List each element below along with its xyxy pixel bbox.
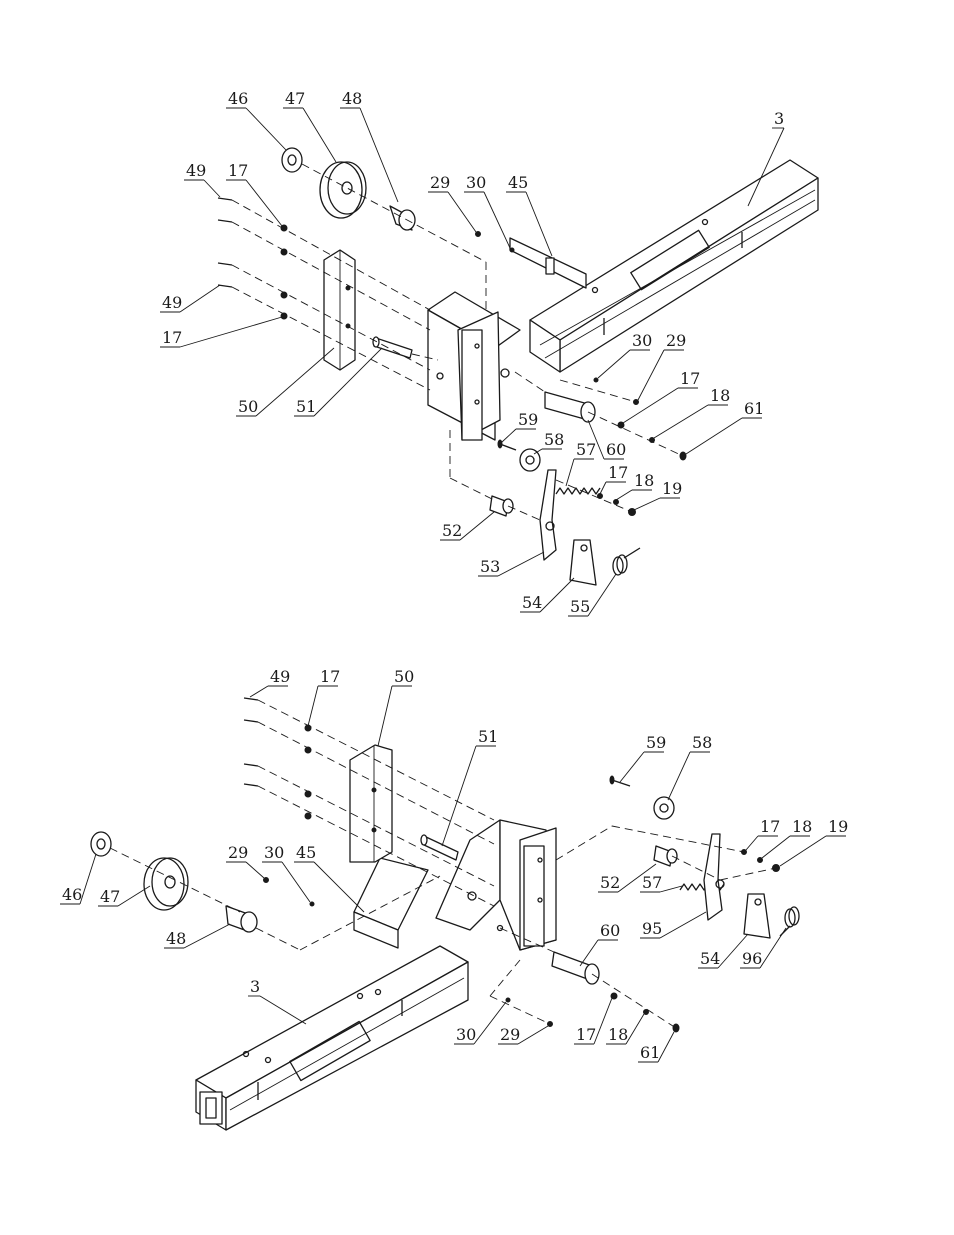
screws-part-49 bbox=[218, 198, 232, 287]
callout-bottom-45: 45 bbox=[296, 843, 316, 862]
callout-top-48: 48 bbox=[342, 89, 362, 108]
callout-bottom-49: 49 bbox=[270, 667, 290, 686]
callout-bottom-48: 48 bbox=[166, 929, 186, 948]
callout-top-59: 59 bbox=[518, 410, 538, 429]
callout-bottom-52: 52 bbox=[600, 873, 620, 892]
shaft-part-60 bbox=[545, 392, 595, 422]
callout-bottom-96: 96 bbox=[742, 949, 762, 968]
bushing-part-46 bbox=[282, 148, 302, 172]
sleeve-part-48 bbox=[226, 906, 257, 932]
callout-bottom-17c: 17 bbox=[576, 1025, 596, 1044]
callout-top-17c: 17 bbox=[680, 369, 700, 388]
callout-bottom-47: 47 bbox=[100, 887, 120, 906]
callout-top-45: 45 bbox=[508, 173, 528, 192]
callout-top-53: 53 bbox=[480, 557, 500, 576]
bolt-part-59 bbox=[610, 776, 630, 786]
callout-bottom-60: 60 bbox=[600, 921, 620, 940]
callout-top-49b: 49 bbox=[162, 293, 182, 312]
washers-part-17 bbox=[305, 725, 311, 819]
callout-top-49a: 49 bbox=[186, 161, 206, 180]
callout-top-61: 61 bbox=[744, 399, 764, 418]
callout-top-18b: 18 bbox=[634, 471, 654, 490]
washers-part-17 bbox=[281, 225, 287, 319]
callout-bottom-18b: 18 bbox=[608, 1025, 628, 1044]
callout-top-46: 46 bbox=[228, 89, 248, 108]
slide-plate-part-50 bbox=[350, 745, 392, 862]
callout-top-58: 58 bbox=[544, 430, 564, 449]
callout-bottom-17a: 17 bbox=[320, 667, 340, 686]
callout-bottom-30b: 30 bbox=[456, 1025, 476, 1044]
callout-bottom-19: 19 bbox=[828, 817, 848, 836]
callout-bottom-29a: 29 bbox=[228, 843, 248, 862]
torsion-spring-part-96 bbox=[780, 907, 799, 936]
callout-top-17d: 17 bbox=[608, 463, 628, 482]
callout-top-50: 50 bbox=[238, 397, 258, 416]
callout-top-60: 60 bbox=[606, 440, 626, 459]
callout-bottom-54: 54 bbox=[700, 949, 720, 968]
callout-top-17a: 17 bbox=[228, 161, 248, 180]
mounting-bracket bbox=[428, 292, 520, 440]
callout-bottom-46: 46 bbox=[62, 885, 82, 904]
callout-bottom-29b: 29 bbox=[500, 1025, 520, 1044]
callout-bottom-51: 51 bbox=[478, 727, 498, 746]
callout-top-47: 47 bbox=[285, 89, 305, 108]
torsion-spring-part-55 bbox=[613, 548, 640, 575]
pulley-part-47 bbox=[320, 162, 366, 218]
callout-top-30b: 30 bbox=[632, 331, 652, 350]
bushing-part-46 bbox=[91, 832, 111, 856]
shaft-part-60 bbox=[552, 952, 599, 984]
spring-part-57 bbox=[556, 488, 600, 494]
callout-bottom-50: 50 bbox=[394, 667, 414, 686]
callout-top-57: 57 bbox=[576, 440, 596, 459]
top-assembly-view: 46 47 48 49 17 29 30 45 3 bbox=[160, 89, 818, 616]
callout-bottom-58: 58 bbox=[692, 733, 712, 752]
callout-bottom-18a: 18 bbox=[792, 817, 812, 836]
callout-bottom-59: 59 bbox=[646, 733, 666, 752]
callout-bottom-30a: 30 bbox=[264, 843, 284, 862]
roller-part-58 bbox=[654, 797, 674, 819]
callout-bottom-3: 3 bbox=[250, 977, 260, 996]
sleeve-part-48 bbox=[390, 206, 415, 230]
screws-part-49 bbox=[244, 698, 258, 786]
callout-top-51: 51 bbox=[296, 397, 316, 416]
callout-bottom-17b: 17 bbox=[760, 817, 780, 836]
callout-bottom-61: 61 bbox=[640, 1043, 660, 1062]
callout-top-17b: 17 bbox=[162, 328, 182, 347]
pin-part-51 bbox=[421, 835, 458, 860]
bottom-assembly-view: 49 17 50 51 59 58 46 47 29 bbox=[60, 667, 848, 1130]
bolt-part-59 bbox=[498, 440, 516, 450]
callout-top-19: 19 bbox=[662, 479, 682, 498]
latch-part-53 bbox=[540, 470, 556, 560]
callout-top-29b: 29 bbox=[666, 331, 686, 350]
main-beam-part-3 bbox=[196, 946, 468, 1130]
callout-top-55: 55 bbox=[570, 597, 590, 616]
callout-bottom-95: 95 bbox=[642, 919, 662, 938]
callout-bottom-57: 57 bbox=[642, 873, 662, 892]
plate-part-54 bbox=[744, 894, 770, 938]
callout-top-30a: 30 bbox=[466, 173, 486, 192]
pulley-part-47 bbox=[144, 858, 188, 910]
slide-plate-part-50 bbox=[324, 250, 355, 370]
callout-top-3: 3 bbox=[774, 109, 784, 128]
callout-top-18a: 18 bbox=[710, 386, 730, 405]
lever-part-45 bbox=[354, 858, 428, 948]
bushing-part-52 bbox=[654, 846, 677, 866]
callout-top-52: 52 bbox=[442, 521, 462, 540]
pin-part-51 bbox=[373, 337, 412, 358]
callout-top-29a: 29 bbox=[430, 173, 450, 192]
mounting-bracket bbox=[436, 820, 556, 950]
callout-top-54: 54 bbox=[522, 593, 542, 612]
